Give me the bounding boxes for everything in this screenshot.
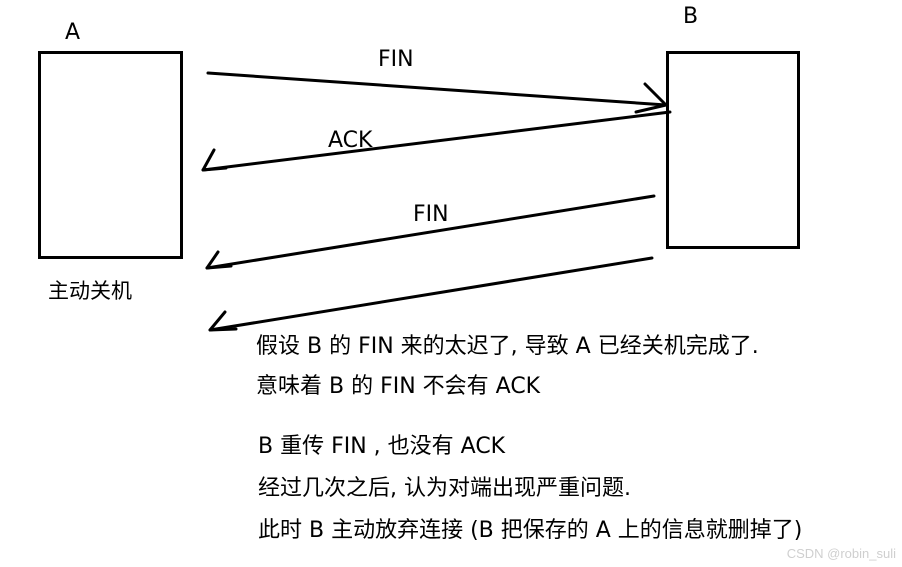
node-b-label: B xyxy=(683,4,699,29)
note-line-4: 经过几次之后, 认为对端出现严重问题. xyxy=(258,476,631,501)
node-a-caption: 主动关机 xyxy=(48,279,132,303)
node-a-box xyxy=(38,51,183,259)
arrow-retransmit-b-to-a xyxy=(208,256,654,332)
note-line-5: 此时 B 主动放弃连接 (B 把保存的 A 上的信息就删掉了) xyxy=(258,518,803,543)
arrow-fin-a-to-b xyxy=(206,71,668,114)
note-line-3: B 重传 FIN , 也没有 ACK xyxy=(258,434,506,459)
note-line-2: 意味着 B 的 FIN 不会有 ACK xyxy=(256,374,541,399)
watermark: CSDN @robin_suli xyxy=(786,546,896,561)
arrow-ack-b-to-a xyxy=(201,110,672,172)
arrow-label-ack: ACK xyxy=(328,128,373,153)
arrow-label-fin-1: FIN xyxy=(378,47,414,72)
node-b-box xyxy=(666,51,800,249)
note-line-1: 假设 B 的 FIN 来的太迟了, 导致 A 已经关机完成了. xyxy=(256,334,759,359)
arrow-fin-b-to-a xyxy=(205,194,656,270)
arrow-label-fin-2: FIN xyxy=(413,202,449,227)
node-a-label: A xyxy=(65,20,81,45)
